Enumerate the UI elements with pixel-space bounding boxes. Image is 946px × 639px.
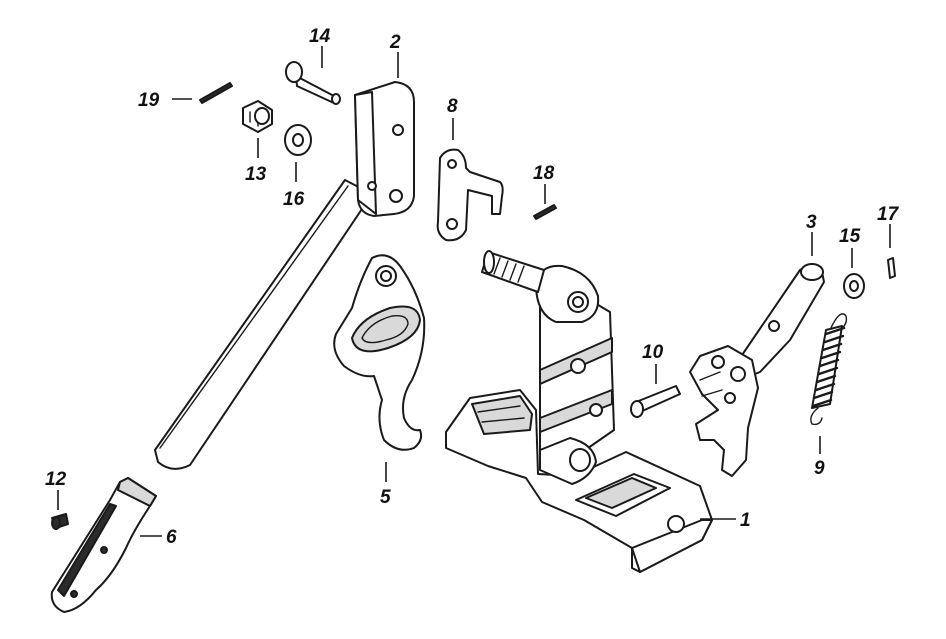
part-2-lever-arm — [154, 81, 415, 470]
part-14-clevis-pin — [285, 61, 341, 105]
callout-label-17: 17 — [877, 204, 900, 225]
callout-label-1: 1 — [740, 510, 751, 531]
callout-label-6: 6 — [166, 527, 177, 548]
callout-label-12: 12 — [45, 469, 67, 490]
callout-label-19: 19 — [138, 90, 160, 111]
callout-label-5: 5 — [380, 487, 391, 508]
callout-label-13: 13 — [245, 164, 267, 185]
callout-label-8: 8 — [447, 96, 458, 117]
part-9-extension-spring — [810, 313, 848, 426]
part-5-hook-latch — [333, 254, 426, 451]
part-10-pin — [630, 385, 681, 418]
part-1-main-base — [445, 250, 713, 573]
part-3-pawl-lever — [689, 263, 825, 477]
callout-label-10: 10 — [642, 342, 664, 363]
part-15-washer — [843, 273, 865, 299]
part-17-small-pin — [887, 257, 896, 279]
part-13-castle-nut — [242, 100, 273, 133]
part-12-screw — [51, 513, 69, 530]
leader-lines — [57, 46, 891, 537]
callout-label-14: 14 — [309, 26, 331, 47]
callout-label-3: 3 — [806, 212, 817, 233]
callout-labels: 2 14 19 13 16 8 18 3 15 17 10 9 5 1 6 12 — [45, 26, 900, 548]
callout-label-9: 9 — [814, 458, 825, 479]
callout-label-15: 15 — [839, 226, 861, 247]
part-6-handle-grip — [50, 477, 157, 613]
callout-label-18: 18 — [533, 163, 555, 184]
part-18-small-pin — [533, 204, 557, 220]
part-19-cotter-pin — [199, 82, 233, 104]
part-8-bracket-plate — [436, 148, 504, 242]
callout-label-2: 2 — [389, 32, 401, 53]
part-16-washer — [284, 124, 312, 156]
callout-label-16: 16 — [283, 189, 305, 210]
